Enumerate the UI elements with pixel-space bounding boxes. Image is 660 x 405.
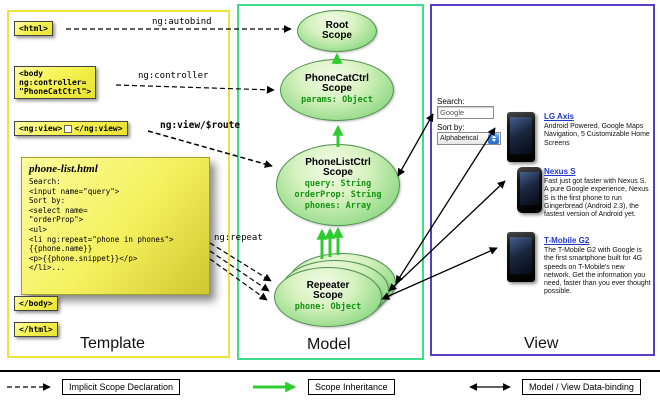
sort-by-label: Sort by: [437, 123, 465, 132]
legend-scope-inheritance: Scope Inheritance [252, 379, 395, 395]
note-title: phone-list.html [29, 163, 98, 175]
root-scope-ellipse: Root Scope [297, 10, 377, 52]
ng-view-route-label: ng:view/$route [160, 120, 241, 131]
phone-thumbnail-lg-axis [507, 112, 535, 162]
note-code: Search: <input name="query"> Sort by: <s… [29, 177, 174, 273]
legend-data-binding: Model / View Data-binding [462, 379, 641, 395]
body-open-tag: <body ng:controller= "PhoneCatCtrl"> [14, 66, 97, 99]
phone-link[interactable]: T-Mobile G2 [544, 236, 590, 245]
legend-label: Model / View Data-binding [522, 379, 641, 395]
phone-thumbnail-tmobile-g2 [507, 232, 535, 282]
ng-view-open-text: <ng:view> [19, 124, 63, 133]
arrow-up-icon [491, 135, 496, 138]
phonecatctrl-scope-ellipse: PhoneCatCtrl Scope params: Object [280, 59, 394, 121]
scope-property: query: String [304, 178, 372, 189]
repeater-scope-ellipse: Repeater Scope phone: Object [274, 267, 382, 327]
legend-divider [0, 370, 660, 372]
phone-screen [510, 237, 532, 274]
scope-name: PhoneListCtrl Scope [305, 156, 371, 179]
sort-select[interactable]: Alphabetical [437, 132, 501, 145]
body-close-tag: </body> [14, 296, 58, 311]
html-close-tag: </html> [14, 322, 58, 337]
phone-screen [510, 117, 532, 154]
phone-link[interactable]: Nexus S [544, 167, 576, 176]
arrow-down-icon [491, 139, 496, 142]
phonelistctrl-scope-ellipse: PhoneListCtrl Scope query: String orderP… [276, 144, 400, 226]
search-input[interactable] [437, 106, 494, 119]
phone-description: Fast just got faster with Nexus S. A pur… [544, 178, 649, 218]
phone-thumbnail-nexus-s [517, 167, 542, 213]
scope-property: params: Object [301, 94, 373, 105]
legend-label: Implicit Scope Declaration [62, 379, 181, 395]
phone-description: Android Powered, Google Maps Navigation,… [544, 123, 650, 147]
html-open-tag: <html> [14, 21, 53, 36]
legend-implicit-scope: Implicit Scope Declaration [6, 379, 181, 395]
view-placeholder-box [64, 124, 73, 133]
scope-name: Repeater Scope [306, 279, 350, 302]
green-arrow-icon [253, 381, 297, 393]
dashed-arrow-icon [7, 383, 51, 391]
search-label: Search: [437, 97, 465, 106]
sort-selected-value: Alphabetical [440, 135, 479, 142]
ng-autobind-label: ng:autobind [152, 17, 212, 27]
scope-property: phones: Array [304, 201, 372, 212]
ng-view-close-text: </ng:view> [74, 124, 123, 133]
phone-list-template-note: phone-list.html Search: <input name="que… [21, 157, 210, 295]
model-panel-title: Model [307, 336, 351, 353]
scope-property: phone: Object [294, 301, 362, 312]
ng-view-tag: <ng:view> </ng:view> [14, 121, 128, 136]
phone-description: The T-Mobile G2 with Google is the first… [544, 247, 651, 296]
phone-link[interactable]: LG Axis [544, 112, 574, 121]
phone-screen [520, 172, 539, 205]
ng-repeat-label: ng:repeat [214, 233, 263, 243]
scope-property: orderProp: String [294, 189, 382, 200]
scope-name: PhoneCatCtrl Scope [305, 72, 369, 95]
template-panel-title: Template [80, 335, 145, 352]
select-stepper-icon [488, 133, 499, 144]
scope-name: Root Scope [321, 19, 352, 41]
double-arrow-icon [469, 383, 511, 391]
legend-label: Scope Inheritance [308, 379, 395, 395]
ng-controller-label: ng:controller [138, 71, 209, 81]
view-panel-title: View [524, 335, 559, 352]
